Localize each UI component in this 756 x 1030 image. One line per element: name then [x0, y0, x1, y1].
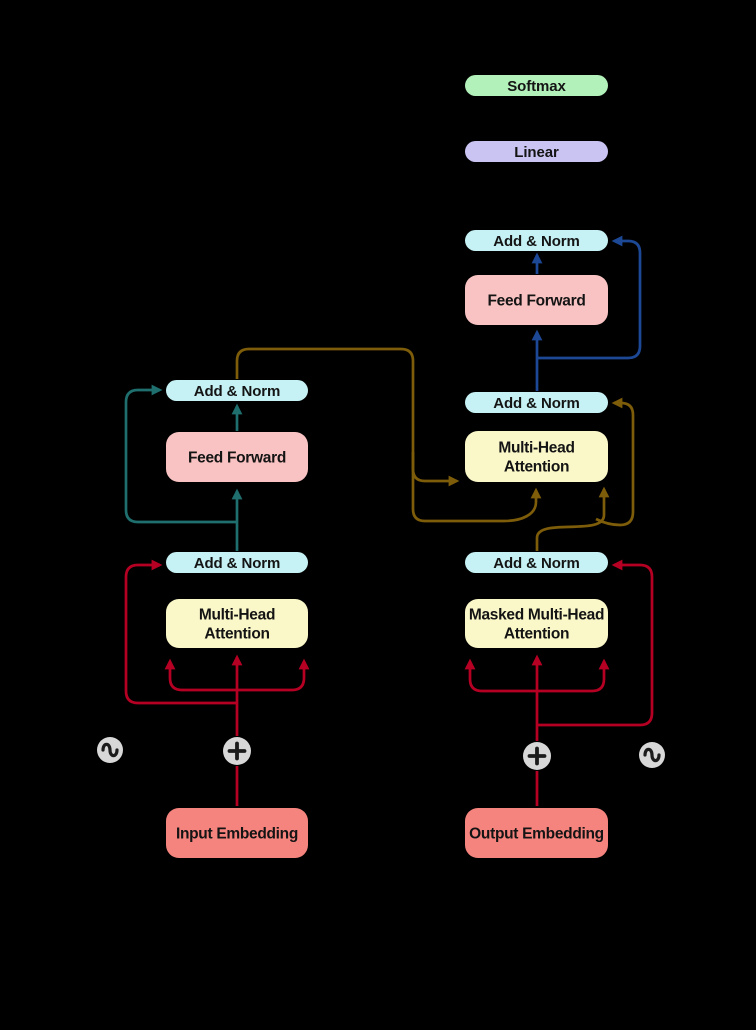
decoder-addnorm-low-node: Add & Norm — [465, 552, 608, 573]
masked-multihead-attention-box — [465, 599, 608, 648]
decoder-attention-left-branch-arrow — [464, 658, 537, 693]
encoder-feedforward-edges-teal — [124, 384, 243, 551]
decoder-plus-node — [523, 742, 551, 770]
encoder-output-to-cross-attention-v-arrow — [235, 347, 460, 487]
encoder-multihead-attention-box — [166, 599, 308, 648]
encoder-mha-label-line2: Attention — [204, 626, 269, 643]
masked-mha-label-line2: Attention — [504, 626, 569, 643]
decoder-feedforward-box — [465, 275, 608, 325]
encoder-attention-residual-arrow — [124, 559, 237, 705]
decoder-multihead-attention-node: Multi-Head Attention — [465, 431, 608, 482]
masked-mha-label-line1: Masked Multi-Head — [469, 607, 604, 624]
encoder-to-decoder-edges-olive — [235, 347, 635, 551]
plus-icon — [227, 741, 247, 761]
encoder-attention-edges-red — [124, 559, 310, 806]
sine-wave-icon — [643, 747, 661, 763]
decoder-positional-sine-node — [639, 742, 665, 768]
sine-wave-icon — [101, 742, 119, 758]
encoder-multihead-attention-node: Multi-Head Attention — [166, 599, 308, 648]
input-embedding-box — [166, 808, 308, 858]
decoder-ff-residual-arrow — [537, 235, 642, 360]
decoder-feedforward-label: Feed Forward — [487, 293, 585, 310]
cross-attention-residual-arrow — [595, 397, 635, 527]
encoder-feedforward-box — [166, 432, 308, 482]
encoder-addnorm-top-label: Add & Norm — [194, 383, 281, 400]
encoder-addnorm-low-label: Add & Norm — [194, 555, 281, 572]
decoder-addnorm-low-label: Add & Norm — [493, 555, 580, 572]
linear-box — [465, 141, 608, 162]
decoder-addnorm-mid-node: Add & Norm — [465, 392, 608, 413]
decoder-multihead-attention-box — [465, 431, 608, 482]
encoder-mha-label-line1: Multi-Head — [199, 607, 275, 624]
decoder-addnorm-low-box — [465, 552, 608, 573]
output-embedding-label: Output Embedding — [469, 826, 604, 843]
encoder-addnorm-top-node: Add & Norm — [166, 380, 308, 401]
encoder-addnorm-low-node: Add & Norm — [166, 552, 308, 573]
encoder-positional-sine-node — [97, 737, 123, 763]
decoder-addnorm-top-node: Add & Norm — [465, 230, 608, 251]
decoder-addnorm-top-label: Add & Norm — [493, 233, 580, 250]
linear-node: Linear — [465, 141, 608, 162]
encoder-addnorm-top-box — [166, 380, 308, 401]
masked-multihead-attention-node: Masked Multi-Head Attention — [465, 599, 608, 648]
output-embedding-box — [465, 808, 608, 858]
decoder-mha-label-line2: Attention — [504, 459, 569, 476]
linear-label: Linear — [514, 144, 559, 161]
decoder-mha-label-line1: Multi-Head — [498, 440, 574, 457]
encoder-plus-node — [223, 737, 251, 765]
output-embedding-node: Output Embedding — [465, 808, 608, 858]
softmax-label: Softmax — [507, 78, 566, 95]
encoder-addnorm-low-box — [166, 552, 308, 573]
plus-icon — [527, 746, 547, 766]
encoder-ff-residual-arrow — [124, 384, 237, 524]
decoder-query-arrow — [535, 486, 610, 551]
encoder-attention-left-branch-arrow — [164, 658, 237, 692]
decoder-feedforward-edges-blue — [531, 235, 642, 391]
softmax-box — [465, 75, 608, 96]
input-embedding-label: Input Embedding — [176, 826, 298, 843]
decoder-attention-residual-arrow — [537, 559, 654, 727]
encoder-attention-right-branch-arrow — [237, 658, 310, 692]
input-embedding-node: Input Embedding — [166, 808, 308, 858]
decoder-addnorm-mid-box — [465, 392, 608, 413]
decoder-attention-right-branch-arrow — [537, 658, 610, 693]
encoder-feedforward-label: Feed Forward — [188, 450, 286, 467]
softmax-node: Softmax — [465, 75, 608, 96]
decoder-addnorm-top-box — [465, 230, 608, 251]
decoder-feedforward-node: Feed Forward — [465, 275, 608, 325]
encoder-feedforward-node: Feed Forward — [166, 432, 308, 482]
decoder-addnorm-mid-label: Add & Norm — [493, 395, 580, 412]
decoder-attention-edges-red — [464, 559, 654, 806]
encoder-output-to-cross-attention-k-arrow — [411, 452, 542, 523]
